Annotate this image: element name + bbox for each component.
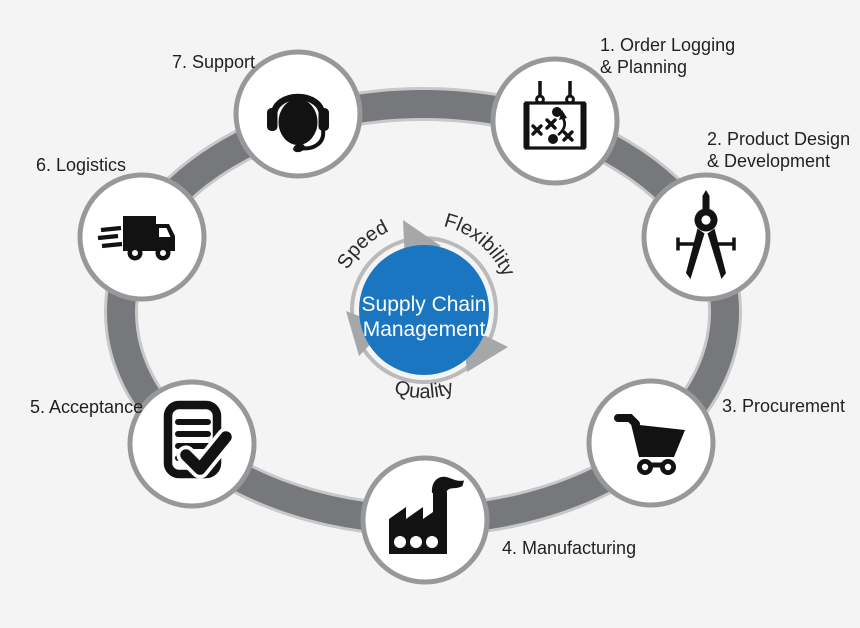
label-line: 5. Acceptance xyxy=(30,397,144,417)
center-circle xyxy=(359,245,489,375)
node-acceptance xyxy=(127,379,257,509)
label-line: & Development xyxy=(707,151,831,171)
factory-icon xyxy=(389,476,464,554)
node-support xyxy=(233,49,363,179)
label-support: 7. Support xyxy=(172,51,255,73)
label-order-logging: 1. Order Logging & Planning xyxy=(600,34,735,78)
strategy-board-icon xyxy=(523,81,587,150)
label-line: & Planning xyxy=(600,57,688,77)
node-logistics xyxy=(77,172,207,302)
label-line: 1. Order Logging xyxy=(600,35,736,55)
label-logistics: 6. Logistics xyxy=(36,154,126,176)
label-acceptance: 5. Acceptance xyxy=(30,396,143,418)
shopping-cart-icon xyxy=(614,414,685,475)
label-line: 3. Procurement xyxy=(722,396,846,416)
label-line: 6. Logistics xyxy=(36,155,127,175)
node-product-design xyxy=(641,172,771,302)
label-line: 4. Manufacturing xyxy=(502,538,637,558)
node-manufacturing xyxy=(360,455,490,585)
node-order-logging xyxy=(490,56,620,186)
center-motif: Supply Chain Management Speed Flexibilit… xyxy=(333,210,519,403)
label-line: 2. Product Design xyxy=(707,129,851,149)
label-procurement: 3. Procurement xyxy=(722,395,845,417)
label-manufacturing: 4. Manufacturing xyxy=(502,537,636,559)
node-circle xyxy=(641,172,771,302)
checklist-icon xyxy=(163,400,236,479)
drafting-compass-icon xyxy=(676,190,736,279)
delivery-truck-icon xyxy=(97,216,175,261)
center-title-line1: Supply Chain xyxy=(362,293,487,316)
node-procurement xyxy=(586,378,716,508)
label-line: 7. Support xyxy=(172,52,256,72)
headset-icon xyxy=(267,93,329,153)
label-product-design: 2. Product Design & Development xyxy=(707,128,850,172)
center-title-line2: Management xyxy=(363,318,486,341)
